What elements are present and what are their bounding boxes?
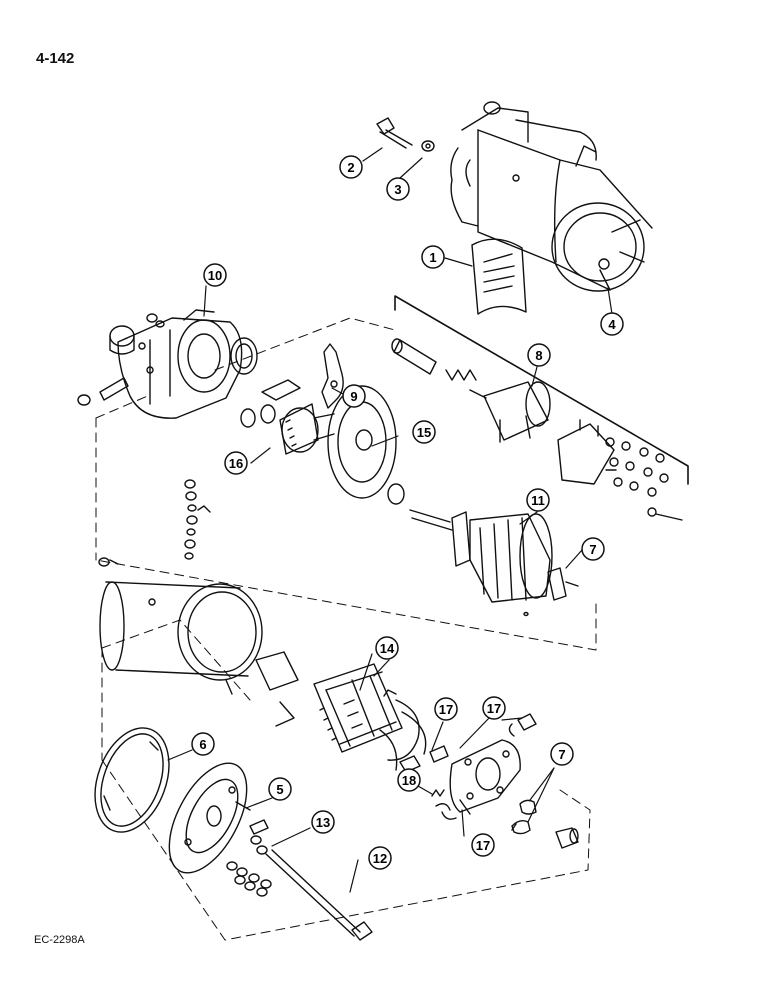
armature	[409, 509, 579, 617]
callout-10-label: 10	[208, 268, 222, 283]
small-nuts	[77, 313, 165, 406]
insulator-washers	[511, 799, 537, 835]
callout-8-label: 8	[535, 348, 542, 363]
callout-10: 10	[203, 263, 227, 287]
bushing	[555, 827, 579, 849]
brush-holder-plate	[441, 739, 521, 820]
callout-9-label: 9	[350, 389, 357, 404]
callout-7-insulators: 7	[550, 742, 574, 766]
brush-left	[429, 745, 449, 763]
callout-13-label: 13	[316, 815, 330, 830]
callout-3-label: 3	[394, 182, 401, 197]
callout-5: 5	[268, 777, 292, 801]
callout-7-armature: 7	[581, 537, 605, 561]
intermediate-plate	[327, 385, 405, 505]
callout-17-right-label: 17	[487, 701, 501, 716]
callout-2: 2	[339, 155, 363, 179]
callout-12: 12	[368, 846, 392, 870]
callout-18: 18	[397, 768, 421, 792]
callout-17-bottom: 17	[471, 833, 495, 857]
callout-12-label: 12	[373, 851, 387, 866]
brush-spring	[431, 789, 451, 811]
callout-1-label: 1	[429, 250, 436, 265]
callout-4-label: 4	[608, 317, 616, 332]
callout-11-label: 11	[531, 493, 545, 508]
callout-2-label: 2	[347, 160, 354, 175]
callout-6-label: 6	[199, 737, 206, 752]
callout-9: 9	[342, 384, 366, 408]
callout-1: 1	[421, 245, 445, 269]
bracket-8	[394, 295, 689, 485]
field-coils	[313, 663, 427, 771]
page-number: 4-142	[36, 50, 75, 67]
callout-14-label: 14	[380, 641, 395, 656]
callout-15: 15	[412, 420, 436, 444]
callout-7-armature-label: 7	[589, 542, 596, 557]
starter-motor-assembly	[450, 101, 653, 292]
field-yoke	[98, 557, 263, 695]
through-bolt	[265, 849, 373, 941]
figure-code: EC-2298A	[34, 934, 85, 946]
solenoid-body	[469, 381, 551, 443]
callout-17-bottom-label: 17	[476, 838, 490, 853]
callout-16: 16	[224, 451, 248, 475]
callout-6: 6	[191, 732, 215, 756]
dashed-outline-lower	[101, 619, 591, 941]
cover-band	[94, 727, 170, 833]
shift-lever	[321, 343, 344, 409]
callout-17-right: 17	[482, 696, 506, 720]
terminal-hardware	[605, 437, 683, 521]
lower-nut-set	[226, 861, 272, 897]
callout-3: 3	[386, 177, 410, 201]
callout-5-label: 5	[276, 782, 283, 797]
label-sticker	[471, 238, 527, 315]
callout-18-label: 18	[402, 773, 416, 788]
bolt	[376, 117, 413, 149]
mounting-screws	[249, 819, 269, 855]
callout-11: 11	[526, 488, 550, 512]
callout-13: 13	[311, 810, 335, 834]
ring-seal	[230, 337, 258, 375]
solenoid-cap	[557, 419, 617, 485]
callout-16-label: 16	[229, 456, 243, 471]
callout-4: 4	[600, 312, 624, 336]
nut	[421, 140, 435, 152]
pinion-clutch	[240, 379, 335, 455]
callout-14: 14	[375, 636, 399, 660]
return-spring	[445, 369, 477, 381]
commutator-end-housing	[168, 762, 251, 874]
pole-shoe	[255, 651, 299, 727]
drive-end-housing	[109, 309, 243, 419]
brush-right	[508, 713, 537, 737]
callout-15-label: 15	[417, 425, 431, 440]
callout-8: 8	[527, 343, 551, 367]
callout-7-insulators-label: 7	[558, 747, 565, 762]
callout-17-left-label: 17	[439, 702, 453, 717]
solenoid-plunger	[391, 338, 437, 375]
brush-middle	[399, 755, 421, 773]
washer-stack	[184, 479, 211, 560]
callout-17-left: 17	[434, 697, 458, 721]
leader-lines	[167, 147, 613, 893]
dashed-outline-upper	[95, 317, 597, 651]
